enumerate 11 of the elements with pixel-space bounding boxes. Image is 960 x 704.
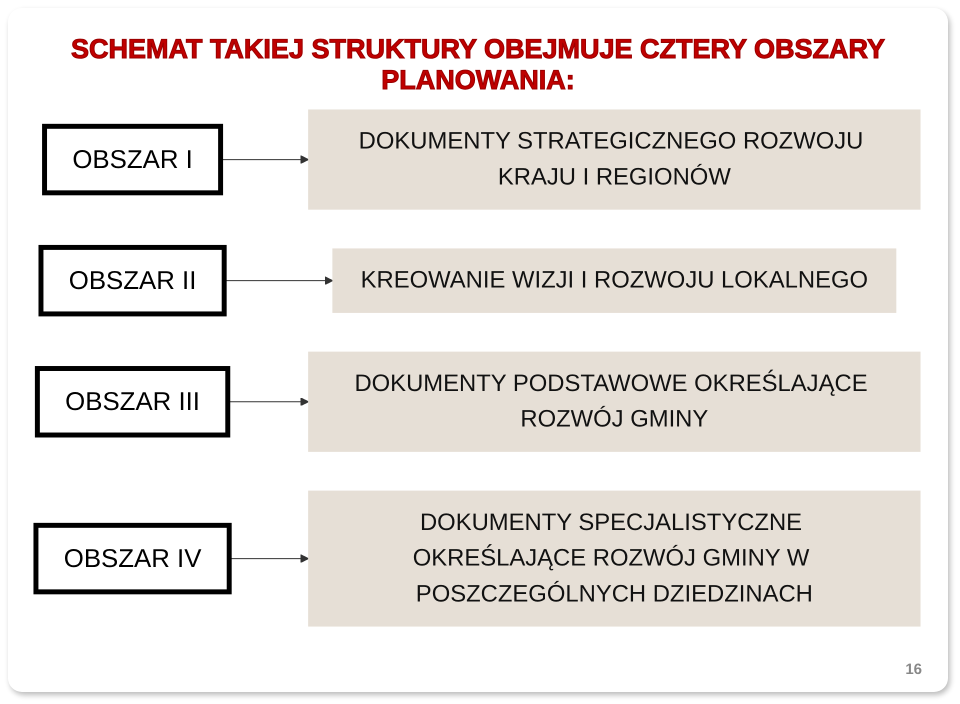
node-box (308, 490, 921, 627)
node-box (308, 352, 921, 452)
node-box (332, 248, 896, 313)
node-box (34, 366, 230, 438)
node-box (38, 244, 227, 316)
node-box (308, 109, 921, 210)
title: SCHEMAT TAKIEJ STRUKTURY OBEJMUJE CZTERY OBSZARY PLANOWANIA: (70, 34, 886, 96)
node-box (33, 522, 232, 594)
page-number: 16 (905, 661, 922, 678)
slide-background: SCHEMAT TAKIEJ STRUKTURY OBEJMUJE CZTERY OBSZARY PLANOWANIA: OBSZAR I DOKUMENTY STRATEGICZNEGO ROZWOJU KRAJU I REGIONÓW OBSZAR II KREOWANIE WIZJI I ROZWOJU LOKALNEGO OBSZAR III DOKUMENTY PODSTAWOWE OKREŚLAJĄCE ROZWÓJ GMINY OBSZAR IV DOKUMENTY SPECJALISTYCZNE OKREŚLAJĄCE ROZWÓJ GMINY W POSZCZEGÓLNYCH DZIEDZINACH 16 (8, 8, 948, 692)
node-box (42, 124, 224, 196)
